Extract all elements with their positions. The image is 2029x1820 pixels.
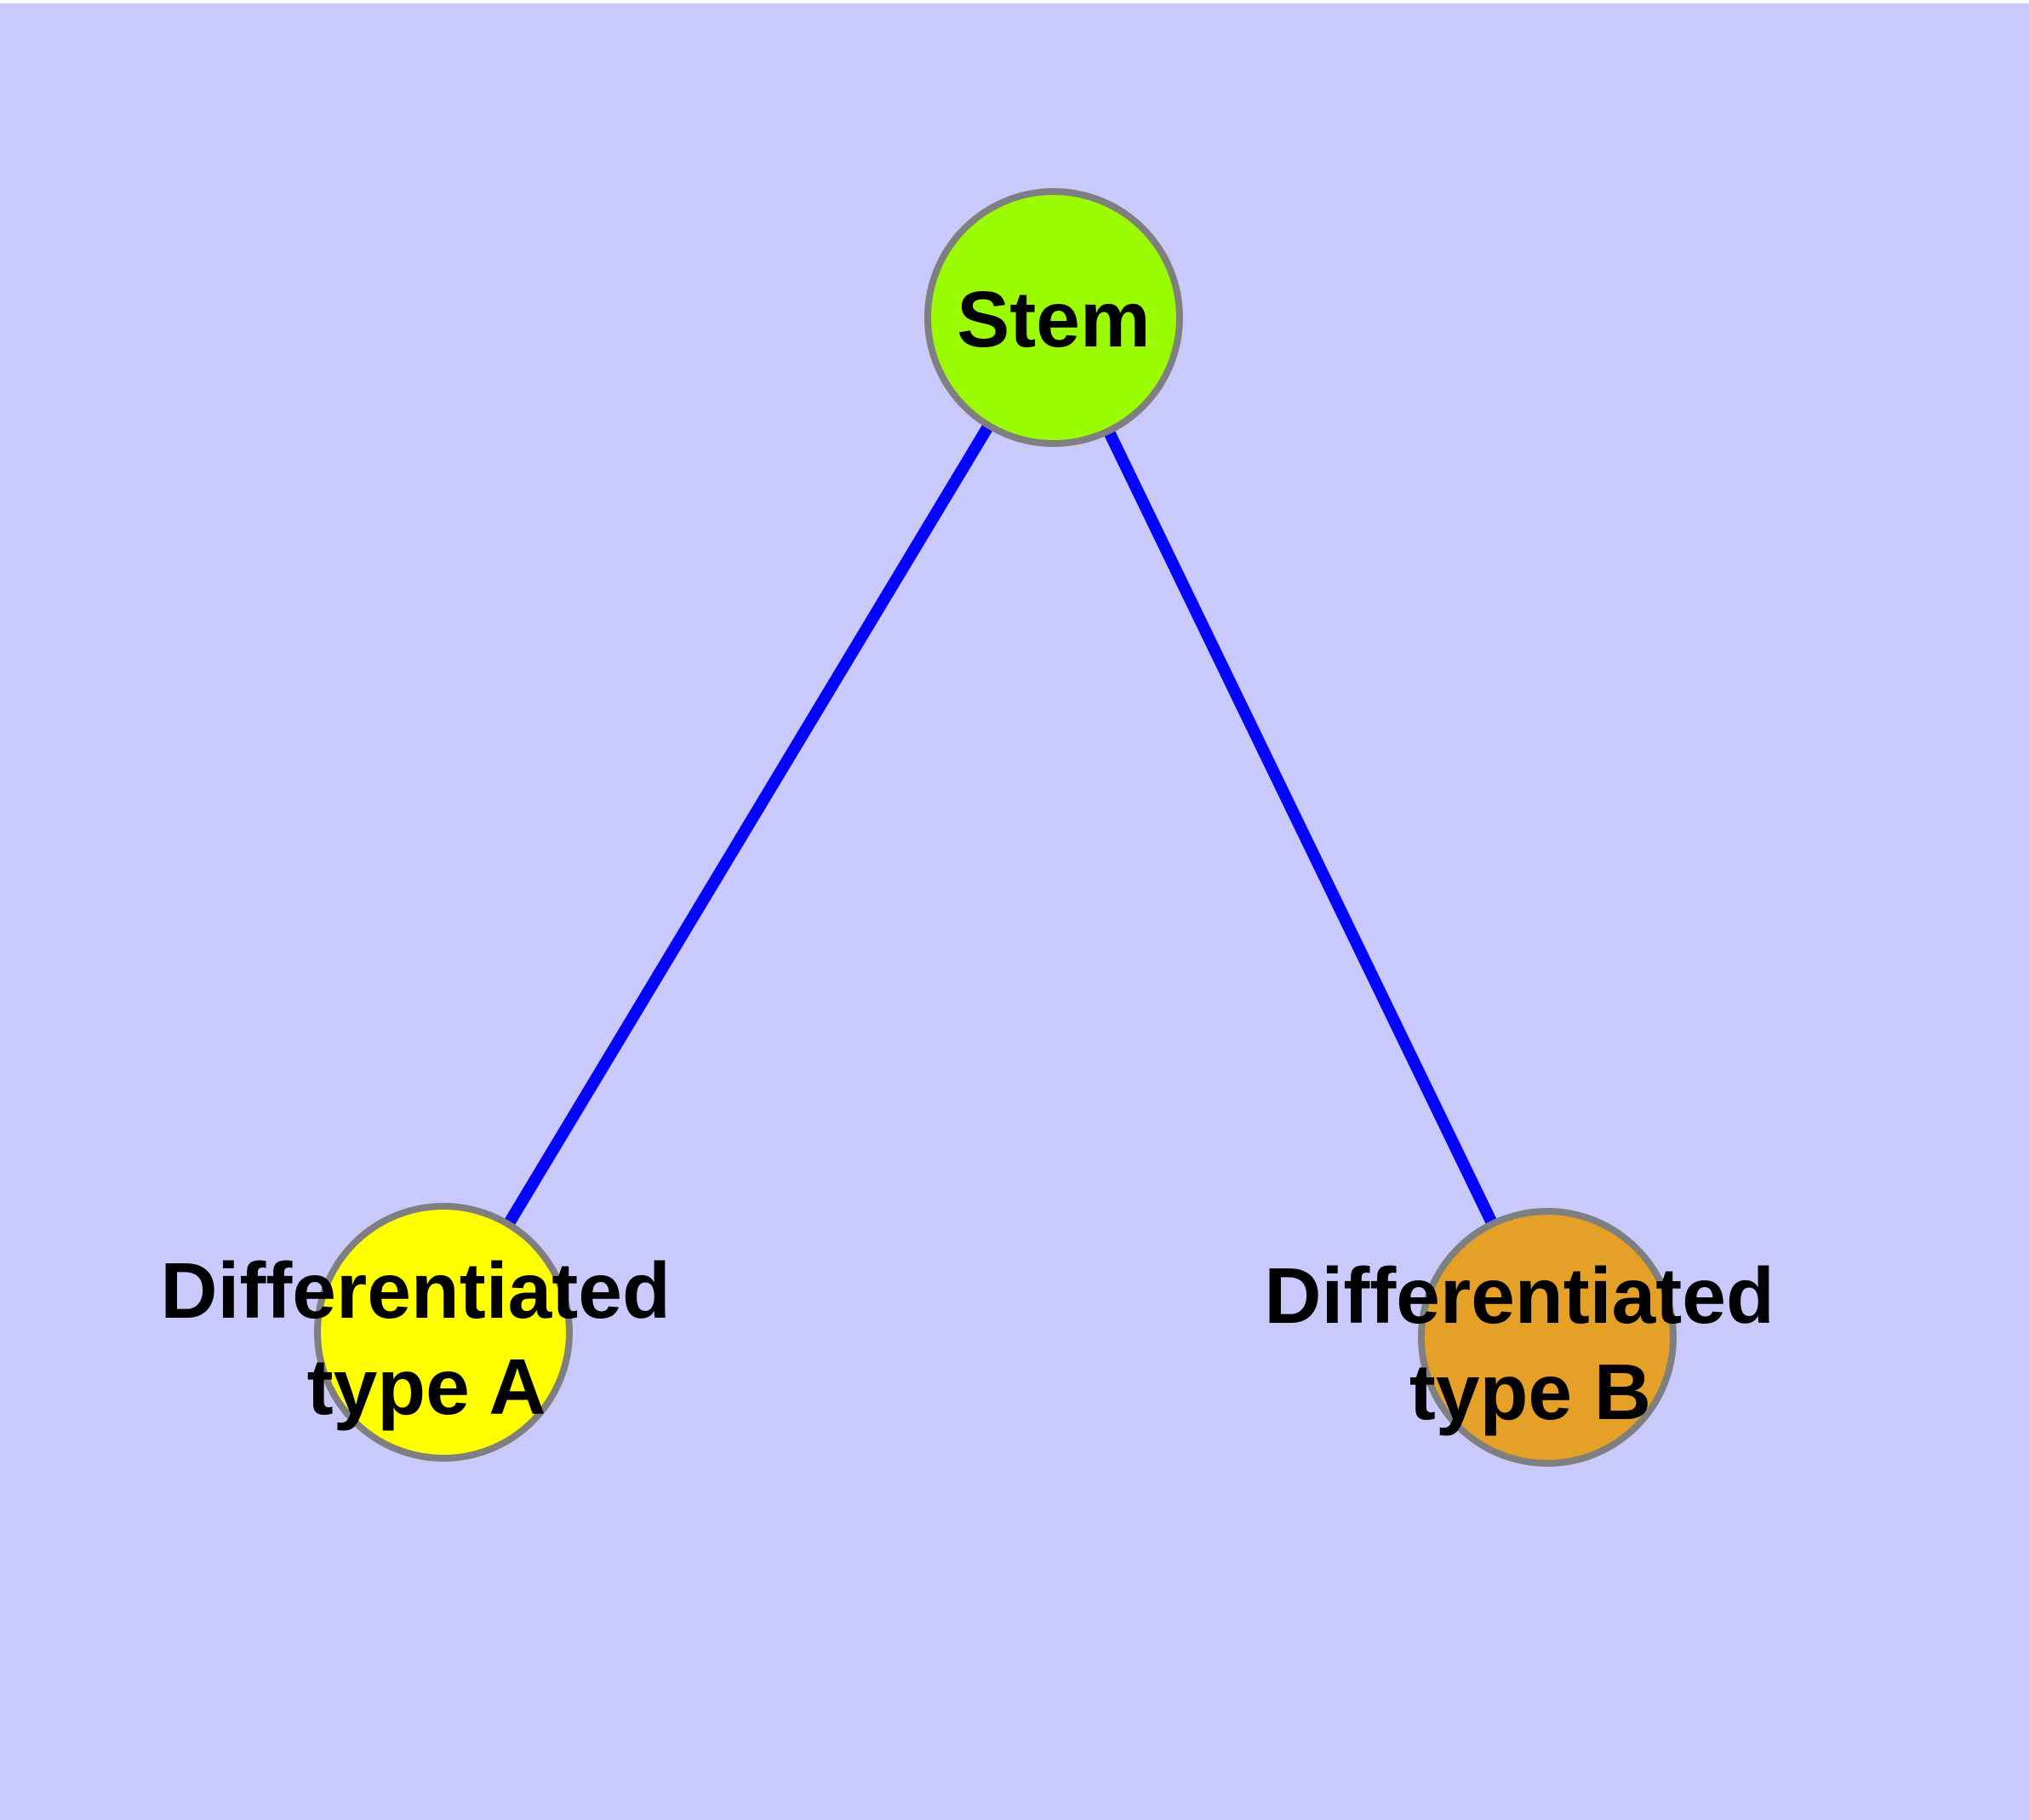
node-type-b-label: Differentiated type B bbox=[1264, 1251, 1796, 1436]
node-differentiated-type-a[interactable] bbox=[314, 1203, 573, 1462]
node-type-b-label-line2: type B bbox=[1409, 1348, 1651, 1436]
node-type-a-label-line2: type A bbox=[307, 1342, 546, 1431]
node-type-b-label-line1: Differentiated bbox=[1264, 1251, 1774, 1340]
edge-stem-to-type-b bbox=[1048, 314, 1553, 1341]
node-type-a-label: Differentiated type A bbox=[160, 1246, 692, 1431]
edge-stem-to-type-a bbox=[438, 314, 1059, 1336]
node-differentiated-type-b[interactable] bbox=[1418, 1208, 1677, 1467]
node-stem[interactable] bbox=[924, 188, 1183, 447]
node-stem-label: Stem bbox=[957, 275, 1150, 363]
node-type-a-label-line1: Differentiated bbox=[160, 1246, 670, 1335]
